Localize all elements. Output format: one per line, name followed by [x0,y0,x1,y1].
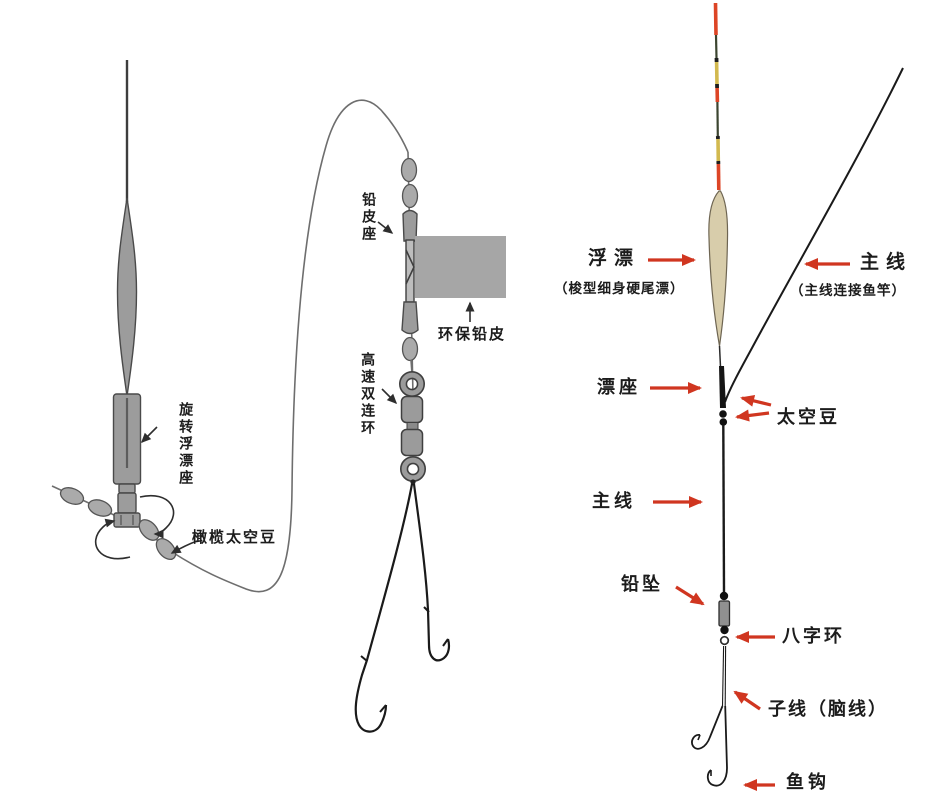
right-float-body [708,190,729,347]
label-sub-line: 子线（脑线） [768,699,888,719]
right-rig [691,2,904,787]
arrow-olive-space-bean [170,540,198,554]
lead-sheet-assembly [400,157,506,375]
space-bean-upper [719,410,727,418]
hook-left [354,483,414,733]
arrow-lead-sinker [675,585,705,606]
left-float [116,60,138,397]
eco-lead-sheet-rect [415,236,506,298]
space-bean-lower [719,418,728,426]
hook-right [412,483,451,662]
label-fish-hook: 鱼钩 [786,772,830,792]
label-main-line-rod: 主线 [860,252,913,273]
red-arrows [648,254,850,791]
small-hook-bottom [706,705,728,787]
arrow-lead-sheet-seat [377,221,394,234]
rod-main-line [724,67,904,403]
label-float-note: （梭型细身硬尾漂） [554,281,685,296]
label-space-bean: 太空豆 [777,407,840,427]
label-main-line-rod-note: （主线连接鱼竿） [790,283,906,298]
small-hook-left [691,705,724,750]
label-float-seat: 漂座 [597,377,641,397]
left-rig-hooks [354,483,451,733]
label-float: 浮漂 [588,248,641,269]
label-figure-eight-ring: 八字环 [782,626,845,646]
right-rig-subline [691,645,728,787]
double-swivel [398,370,426,485]
figure-eight-ring [719,635,730,646]
label-olive-space-bean: 橄榄太空豆 [192,529,278,546]
label-rotating-float-seat: 旋转浮漂座 [178,402,195,487]
float-antenna [713,2,721,191]
olive-space-beans [59,487,177,561]
arrow-space-bean-2 [735,409,770,422]
label-lead-sinker: 铅坠 [621,574,663,594]
arrow-sub-line [733,690,761,711]
label-lead-sheet-seat: 铅皮座 [361,192,378,243]
arrow-rotating-float-seat [140,426,158,444]
left-rig [51,60,506,733]
left-main-line-curve [51,99,414,593]
arrow-space-bean-1 [740,394,772,407]
label-double-ring: 高速双连环 [360,352,377,437]
label-eco-lead-sheet: 环保铅皮 [438,326,507,343]
arrow-double-ring [381,388,398,405]
lead-sinker [718,591,731,635]
rotation-arrows [94,494,175,560]
float-seat [719,366,726,408]
black-arrows [140,221,475,554]
rotating-float-seat-tube [112,393,142,528]
label-main-line: 主线 [592,491,636,511]
vertical-main-line [722,424,726,593]
